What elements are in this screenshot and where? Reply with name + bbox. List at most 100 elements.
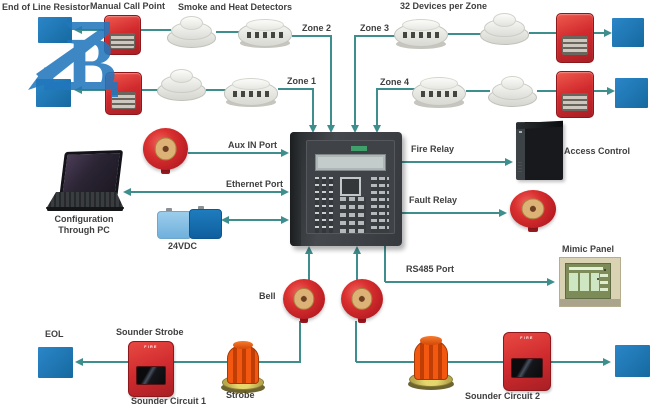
strobe-cap [420, 336, 442, 345]
sounder-strobe-1: FIRE [128, 341, 174, 397]
label-fault-relay: Fault Relay [409, 195, 458, 205]
mimic-led [597, 278, 599, 280]
wire-rs485 [385, 281, 549, 283]
detector-cap [420, 77, 458, 90]
panel-button-grid [340, 197, 366, 233]
detector-cap [179, 16, 204, 31]
configuration-laptop [46, 150, 124, 211]
arrow-fault-relay [499, 209, 507, 217]
arrow-ethernet-panel [281, 188, 289, 196]
mimic-small-bar [600, 281, 608, 284]
mimic-block [569, 273, 578, 291]
arrow-circuit2-eol [603, 358, 611, 366]
wire-zone1-d [278, 88, 314, 90]
wire-zone2-d [292, 35, 332, 37]
wire-bell1-down [299, 321, 301, 362]
bell-hub [154, 137, 177, 161]
eol-resistor-5 [38, 347, 73, 378]
smoke-detector-2 [157, 69, 206, 101]
label-mimic-panel: Mimic Panel [562, 244, 615, 254]
eol-resistor-4 [615, 78, 648, 108]
label-manual-call-point: Manual Call Point [90, 1, 166, 11]
arrow-ethernet-laptop [123, 188, 131, 196]
wire-aux [188, 152, 284, 154]
manual-call-point-3 [556, 13, 594, 63]
label-access-control: Access Control [564, 146, 631, 156]
strobe-2 [408, 336, 454, 390]
label-strobe: Strobe [226, 390, 255, 400]
bell-hub [293, 287, 315, 310]
wire-fault-relay [402, 212, 501, 214]
bell-mount [528, 226, 538, 232]
wire-zone2-drop [330, 35, 332, 126]
wire-fire-relay [402, 161, 507, 163]
arrow-rs485-mimic [547, 278, 555, 286]
access-control-unit [516, 120, 563, 180]
logo-z-top-bar [64, 22, 110, 30]
wire-zone1-c [206, 89, 226, 91]
wire-zone1-drop [312, 88, 314, 126]
logo-z-diagonal [36, 22, 110, 84]
label-smoke-heat-detectors: Smoke and Heat Detectors [178, 2, 293, 12]
arrow-zone1-panel [309, 125, 317, 133]
arrow-battery-panel [281, 216, 289, 224]
arrow-bell1-panel [305, 246, 313, 254]
tower-top [516, 120, 563, 130]
manual-call-point-2 [105, 72, 142, 115]
label-sounder-circuit-2: Sounder Circuit 2 [465, 391, 541, 401]
strobe-1 [221, 341, 265, 393]
wire-zone3-d [592, 32, 606, 34]
fire-marking: FIRE [144, 345, 158, 350]
label-bell: Bell [259, 291, 276, 301]
fire-marking: FIRE [520, 336, 534, 341]
detector-cap [500, 76, 525, 90]
heat-detector-2 [224, 78, 278, 107]
label-end-of-line-resistor: End of Line Resistor [2, 2, 90, 12]
circuit1-bell [283, 279, 325, 323]
mimic-led [604, 269, 606, 271]
label-devices-per-zone: 32 Devices per Zone [400, 1, 488, 11]
label-zone-3: Zone 3 [360, 23, 390, 33]
label-24vdc: 24VDC [168, 241, 198, 251]
mimic-small-bar [600, 274, 608, 277]
detector-grille [247, 31, 283, 38]
eol-resistor-3 [612, 18, 644, 47]
call-point-window [562, 92, 588, 111]
panel-led-column [322, 177, 326, 233]
label-zone-4: Zone 4 [380, 77, 410, 87]
detector-cap [232, 78, 270, 90]
battery-1 [157, 211, 192, 239]
arrow-bell2-panel [353, 246, 361, 254]
bell-hub [521, 198, 545, 220]
panel-side [290, 132, 301, 246]
bell-mount [357, 316, 367, 323]
wire-rs485-drop [384, 246, 386, 282]
wire-zone4-d [592, 90, 608, 92]
panel-brand-chip [351, 146, 367, 151]
battery-2 [189, 209, 222, 239]
arrow-zone4-panel [373, 125, 381, 133]
panel-keypad-pad [340, 177, 361, 196]
label-ethernet-port: Ethernet Port [226, 179, 284, 189]
label-sounder-circuit-1: Sounder Circuit 1 [131, 396, 207, 406]
sounder-strobe-window [510, 358, 544, 379]
arrow-aux-panel [281, 149, 289, 157]
battery-terminal [198, 206, 204, 210]
label-zone-2: Zone 2 [302, 23, 332, 33]
detector-grille [421, 90, 457, 97]
arrow-circuit1-eol [75, 358, 83, 366]
mimic-screen [565, 263, 611, 299]
mimic-block [591, 273, 599, 291]
detector-cap [169, 69, 194, 84]
battery-terminal [166, 208, 172, 212]
heat-detector-4 [412, 77, 466, 108]
wire-ethernet [128, 191, 284, 193]
wire-zone4-c [537, 90, 557, 92]
logo-letter-b: B [66, 23, 117, 104]
tower-led [519, 131, 522, 133]
wire-zone3-a [355, 35, 397, 37]
label-aux-in-port: Aux IN Port [228, 140, 278, 150]
circuit2-bell [341, 279, 383, 323]
label-sounder-strobe: Sounder Strobe [116, 327, 184, 337]
